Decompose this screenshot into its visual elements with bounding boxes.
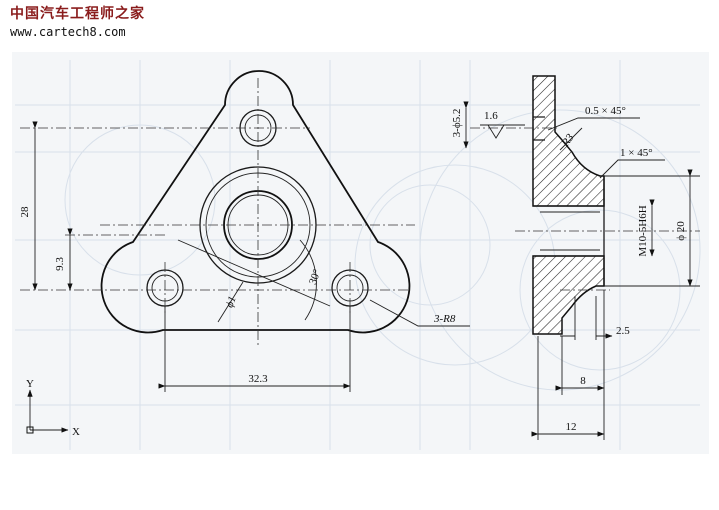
dim-ext-32-3	[164, 306, 351, 392]
dim-8-label: 8	[580, 375, 586, 387]
fillet-leader	[559, 127, 583, 151]
chamfer-large-label: 1 × 45°	[620, 147, 653, 159]
r8-label: 3-R8	[433, 313, 456, 325]
watermark-url: www.cartech8.com	[10, 25, 126, 39]
chamfer-large-leader	[599, 159, 665, 179]
angle-arc	[177, 239, 331, 307]
dim-8-ext	[561, 290, 605, 395]
section-bore-lines	[533, 205, 604, 257]
section-lower-hatch	[532, 255, 605, 335]
flange-outline	[100, 70, 411, 334]
phi1-leader	[217, 281, 244, 323]
r8-leader	[369, 299, 470, 327]
section-thread-lines	[540, 211, 600, 251]
chamfer-small-leader	[547, 117, 640, 131]
y-axis-label: Y	[26, 378, 34, 390]
phi20-ext-lines	[604, 175, 700, 287]
dim-2-5-label: 2.5	[616, 325, 630, 337]
axis-indicator: Y X	[26, 378, 80, 438]
dim-9-3-label: 9.3	[54, 257, 66, 271]
x-axis-label: X	[72, 426, 80, 438]
diameter-label: ϕ 20	[675, 221, 687, 241]
axis-origin	[26, 426, 34, 434]
dim-2-5-ext	[574, 296, 597, 340]
angle-arc-curve	[299, 239, 317, 321]
dim-32-3-label: 32.3	[248, 373, 268, 385]
phi1-label: ϕ1	[224, 295, 239, 310]
watermark-title: 中国汽车工程师之家	[10, 6, 145, 22]
section-view: 3-ϕ5.2 1.6 0.5 × 45° R3 1 × 45° M10-5H6H…	[451, 75, 700, 440]
chamfer-small-label: 0.5 × 45°	[585, 105, 626, 117]
watermark: 中国汽车工程师之家 www.cartech8.com	[10, 6, 145, 40]
hole-callout-label: 3-ϕ5.2	[451, 109, 463, 138]
roughness-symbol	[480, 124, 525, 139]
roughness-label: 1.6	[484, 110, 498, 122]
dim-12-label: 12	[566, 421, 577, 433]
angle-label: 30°	[307, 268, 324, 287]
section-top-hole-lines	[533, 116, 545, 141]
dim-28-label: 28	[19, 206, 31, 218]
thread-label: M10-5H6H	[637, 205, 649, 256]
front-view: 28 9.3 32.3 30° ϕ1 3-R8	[19, 70, 470, 392]
